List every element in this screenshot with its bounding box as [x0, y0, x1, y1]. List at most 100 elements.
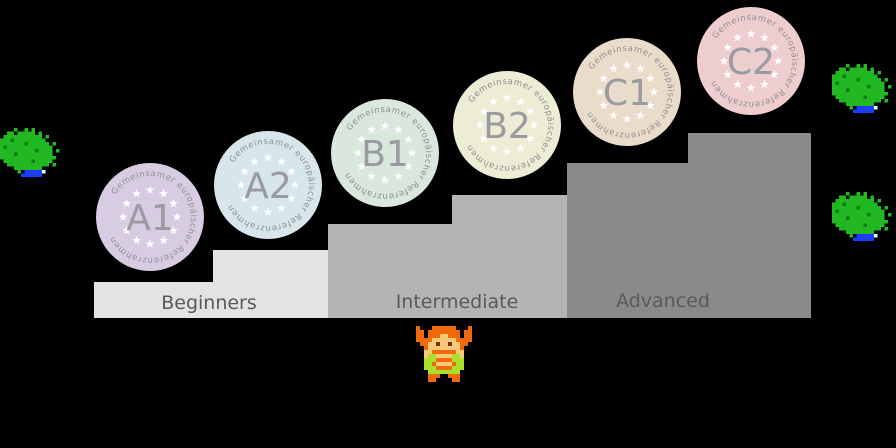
- sprite-pixel: [846, 85, 850, 89]
- sprite-pixel: [35, 156, 39, 160]
- sprite-pixel: [856, 78, 860, 82]
- sprite-pixel: [424, 362, 428, 366]
- sprite-pixel: [452, 366, 456, 370]
- sprite-pixel: [842, 67, 846, 71]
- badge-b1-stars: [353, 121, 417, 184]
- sprite-pixel: [863, 106, 867, 110]
- star-icon: [599, 100, 608, 110]
- sprite-pixel: [874, 81, 878, 85]
- sprite-pixel: [863, 99, 867, 103]
- sprite-pixel: [45, 135, 49, 139]
- sprite-pixel: [835, 81, 839, 85]
- sprite-pixel: [440, 338, 444, 342]
- star-icon: [394, 171, 403, 181]
- sprite-pixel: [849, 74, 853, 78]
- sprite-pixel: [49, 149, 53, 153]
- sprite-pixel: [440, 350, 444, 354]
- sprite-pixel: [870, 109, 874, 113]
- sprite-pixel: [14, 135, 18, 139]
- sprite-pixel: [860, 81, 864, 85]
- sprite-pixel: [856, 109, 860, 113]
- sprite-pixel: [863, 216, 867, 220]
- sprite-pixel: [10, 152, 14, 156]
- sprite-pixel: [888, 213, 892, 217]
- star-icon: [172, 212, 182, 221]
- sprite-pixel: [849, 92, 853, 96]
- sprite-pixel: [440, 342, 444, 346]
- sprite-pixel: [428, 374, 432, 378]
- sprite-pixel: [881, 81, 885, 85]
- sprite-pixel: [456, 334, 460, 338]
- sprite-pixel: [35, 170, 39, 174]
- sprite-pixel: [863, 234, 867, 238]
- sprite-pixel: [881, 88, 885, 92]
- sprite-pixel: [49, 159, 53, 163]
- sprite-pixel: [877, 209, 881, 213]
- link-sprite: [416, 326, 472, 382]
- sprite-pixel: [452, 374, 456, 378]
- sprite-pixel: [464, 334, 468, 338]
- sprite-pixel: [52, 163, 56, 167]
- sprite-pixel: [853, 227, 857, 231]
- sprite-pixel: [42, 149, 46, 153]
- sprite-pixel: [468, 330, 472, 334]
- sprite-pixel: [28, 152, 32, 156]
- sprite-pixel: [846, 71, 850, 75]
- sprite-pixel: [42, 170, 46, 174]
- sprite-pixel: [846, 95, 850, 99]
- sprite-pixel: [45, 156, 49, 160]
- badge-c2-disc: [697, 7, 805, 115]
- sprite-pixel: [867, 202, 871, 206]
- star-icon: [770, 42, 779, 52]
- sprite-pixel: [870, 71, 874, 75]
- sprite-pixel: [14, 163, 18, 167]
- sprite-pixel: [856, 71, 860, 75]
- sprite-pixel: [24, 142, 28, 146]
- sprite-pixel: [14, 149, 18, 153]
- sprite-pixel: [432, 338, 436, 342]
- sprite-pixel: [846, 78, 850, 82]
- sprite-pixel: [428, 362, 432, 366]
- star-icon: [169, 225, 178, 235]
- sprite-pixel: [839, 209, 843, 213]
- sprite-pixel: [874, 220, 878, 224]
- sprite-pixel: [464, 342, 468, 346]
- sprite-pixel: [38, 166, 42, 170]
- sprite-pixel: [21, 166, 25, 170]
- sprite-pixel: [10, 159, 14, 163]
- sprite-pixel: [832, 213, 836, 217]
- star-icon: [132, 189, 141, 198]
- sprite-pixel: [452, 350, 456, 354]
- sprite-pixel: [45, 142, 49, 146]
- sprite-pixel: [24, 173, 28, 177]
- star-icon: [746, 29, 756, 38]
- sprite-pixel: [464, 338, 468, 342]
- sprite-pixel: [424, 366, 428, 370]
- sprite-pixel: [860, 95, 864, 99]
- sprite-pixel: [884, 92, 888, 96]
- sprite-pixel: [31, 163, 35, 167]
- sprite-pixel: [452, 342, 456, 346]
- sprite-pixel: [849, 202, 853, 206]
- sprite-pixel: [448, 330, 452, 334]
- sprite-pixel: [31, 142, 35, 146]
- sprite-pixel: [842, 220, 846, 224]
- sprite-pixel: [860, 234, 864, 238]
- sprite-pixel: [460, 366, 464, 370]
- sprite-pixel: [7, 145, 11, 149]
- sprite-pixel: [877, 71, 881, 75]
- sprite-pixel: [870, 230, 874, 234]
- sprite-pixel: [31, 166, 35, 170]
- sprite-pixel: [21, 142, 25, 146]
- sprite-pixel: [870, 102, 874, 106]
- sprite-pixel: [846, 99, 850, 103]
- intermediate-label: Intermediate: [396, 291, 519, 313]
- sprite-pixel: [860, 209, 864, 213]
- sprite-pixel: [874, 202, 878, 206]
- sprite-pixel: [424, 350, 428, 354]
- sprite-pixel: [448, 362, 452, 366]
- sprite-pixel: [835, 206, 839, 210]
- sprite-pixel: [870, 213, 874, 217]
- sprite-pixel: [835, 199, 839, 203]
- sprite-pixel: [7, 159, 11, 163]
